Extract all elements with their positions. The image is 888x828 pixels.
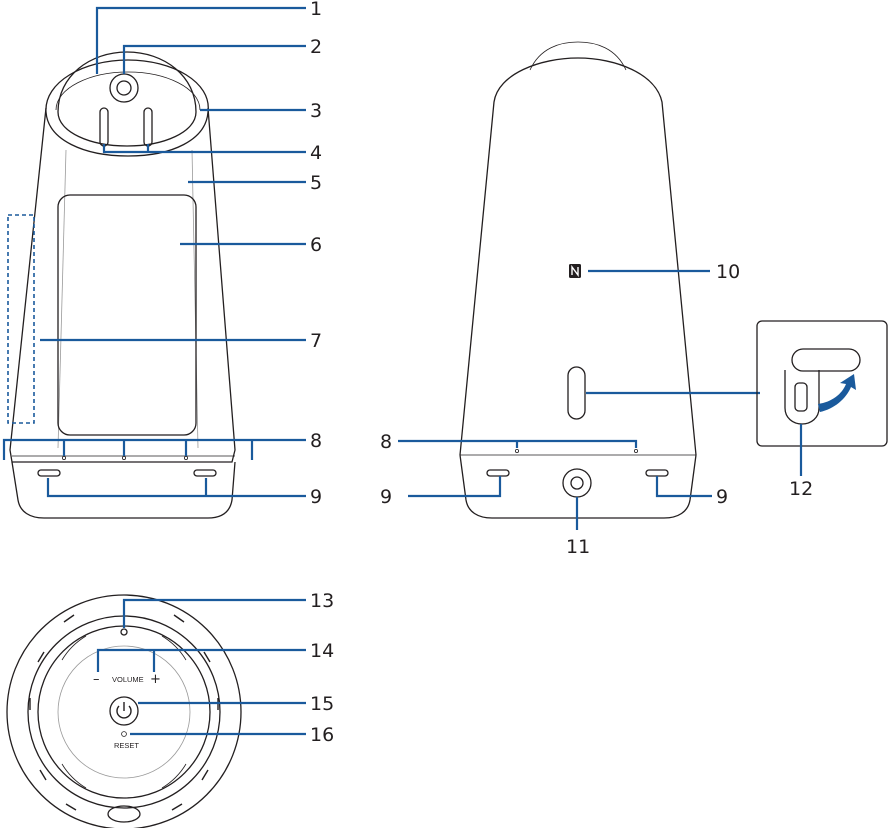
- back-view: 10 8 9 9 11: [380, 41, 760, 558]
- foot-arc-3: [61, 763, 87, 789]
- back-speaker-slot-right: [645, 469, 669, 477]
- callout-box-7: [7, 214, 35, 424]
- speaker-slot-right: [193, 469, 217, 477]
- usb-cover: [567, 366, 586, 420]
- foot-arc-1: [61, 635, 87, 661]
- callout-number-5: 5: [310, 172, 322, 194]
- callout-line-8-back: [398, 439, 638, 448]
- callout-number-9-back-left: 9: [380, 486, 392, 508]
- bottom-view: – VOLUME + RESET 13 14 15 16: [6, 590, 334, 828]
- volume-plus-label: +: [150, 672, 161, 687]
- touch-dot-back-2: [634, 448, 639, 453]
- display-panel: [57, 194, 197, 436]
- camera-outer: [109, 73, 139, 103]
- speaker-slot-left: [37, 469, 61, 477]
- callout-number-6: 6: [310, 234, 322, 256]
- callout-number-4: 4: [310, 142, 322, 164]
- back-head-top: [529, 41, 627, 71]
- callout-number-14: 14: [310, 640, 334, 662]
- arrow-icon: [818, 374, 856, 412]
- callout-line-1: [95, 6, 306, 74]
- callout-number-1: 1: [310, 0, 322, 20]
- callout-number-13: 13: [310, 590, 334, 612]
- head-ring-inner: [55, 71, 201, 111]
- touch-dot-back-1: [515, 448, 520, 453]
- camera-lens: [116, 80, 132, 96]
- callout-line-9-back-left: [408, 476, 502, 498]
- callout-number-15: 15: [310, 693, 334, 715]
- callout-line-2: [122, 44, 306, 74]
- callout-line-4: [102, 144, 306, 154]
- callout-number-9-back-right: 9: [716, 486, 728, 508]
- foot-arc-2: [161, 635, 187, 661]
- sensor-left: [99, 107, 109, 147]
- callout-number-10: 10: [716, 261, 740, 283]
- nfc-mark-icon: [569, 264, 581, 278]
- inset-port-housing: [784, 370, 820, 425]
- callout-number-8-front: 8: [310, 430, 322, 452]
- touch-dot-front-2: [122, 455, 127, 460]
- dc-in-jack-inner: [570, 476, 584, 490]
- front-view: 1 2 3 4 5 6 7 8 9: [2, 0, 322, 519]
- bottom-inner-ring: [27, 615, 221, 809]
- inset-frame: [756, 320, 888, 447]
- callout-number-9-front: 9: [310, 486, 322, 508]
- head-ring: [45, 59, 209, 157]
- indicator-led: [120, 628, 128, 636]
- touch-dot-front-1: [62, 455, 67, 460]
- bottom-control-panel: [37, 625, 211, 799]
- reset-label: RESET: [114, 741, 139, 750]
- callout-line-9-front: [46, 478, 306, 498]
- usb-port: [794, 382, 808, 412]
- back-body-outline: [459, 57, 697, 456]
- callout-number-3: 3: [310, 100, 322, 122]
- head-sphere: [57, 51, 197, 147]
- foot-arc-4: [161, 763, 187, 789]
- bottom-panel-inner: [57, 645, 191, 779]
- callout-line-14: [96, 648, 306, 672]
- power-button[interactable]: [109, 696, 139, 726]
- callout-line-8-front: [2, 438, 306, 460]
- callout-number-12: 12: [789, 478, 813, 500]
- front-inner-right: [191, 149, 199, 449]
- power-icon: [116, 702, 132, 719]
- callout-number-11: 11: [566, 536, 590, 558]
- sensor-right: [143, 107, 153, 147]
- volume-minus-label: –: [93, 672, 100, 687]
- dc-in-jack-outer: [562, 468, 592, 498]
- back-speaker-slot-left: [486, 469, 510, 477]
- bottom-outer-rim: [6, 594, 242, 828]
- inset-cover-open: [791, 348, 861, 372]
- rim-slots: [29, 614, 219, 811]
- callout-line-13: [122, 598, 306, 628]
- cable-slot: [107, 805, 141, 823]
- callout-number-2: 2: [310, 36, 322, 58]
- callout-number-7: 7: [310, 330, 322, 352]
- usb-port-inset: 12: [756, 320, 888, 500]
- callout-number-8-back: 8: [380, 431, 392, 453]
- touch-dot-front-3: [183, 455, 188, 460]
- front-inner-left: [57, 149, 67, 449]
- reset-button[interactable]: [121, 731, 127, 737]
- front-body-outline: [9, 107, 236, 463]
- callout-number-16: 16: [310, 724, 334, 746]
- callout-line-9-back-right: [655, 476, 712, 498]
- front-base: [11, 461, 236, 519]
- volume-label: VOLUME: [112, 675, 144, 684]
